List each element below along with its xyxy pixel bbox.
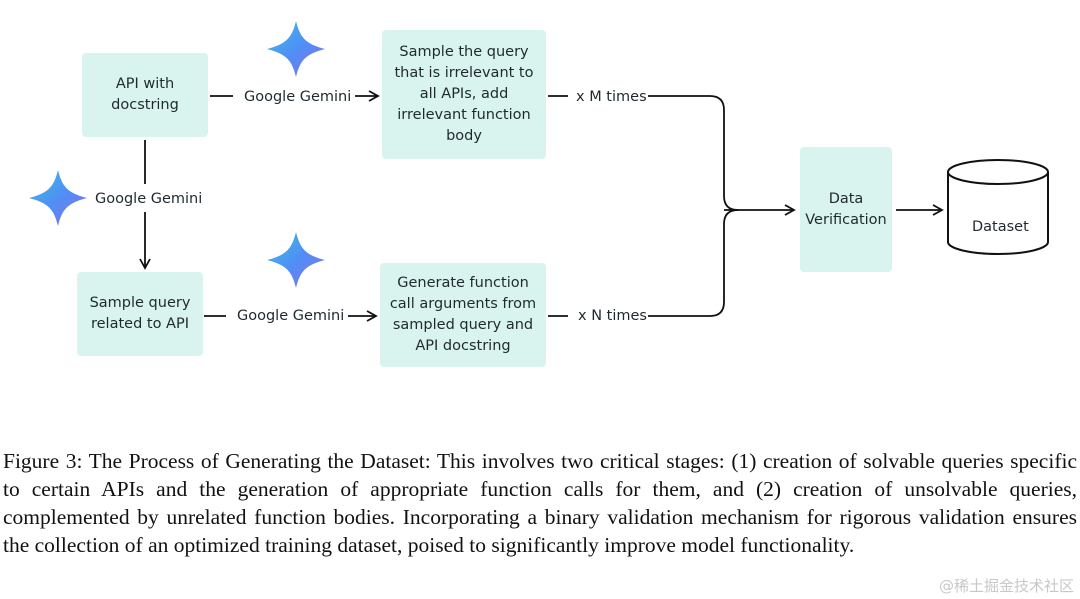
edge-label-n-times: x N times: [578, 307, 647, 325]
edge-m-times-to-merge: [648, 95, 739, 211]
generate-function-call-box: Generate function call arguments from sa…: [380, 263, 546, 367]
data-verification-box: Data Verification: [800, 147, 892, 272]
sample-related-query-box: Sample query related to API: [77, 272, 203, 356]
gemini-top-icon: [267, 21, 325, 77]
api-docstring-label: API with docstring: [111, 76, 179, 113]
edge-label-gemini-left: Google Gemini: [95, 190, 203, 208]
figure-caption: Figure 3: The Process of Generating the …: [3, 449, 1077, 557]
edge-label-gemini-bottom: Google Gemini: [237, 307, 345, 325]
sample-irrelevant-query-box: Sample the query that is irrelevant to a…: [382, 30, 546, 159]
diagram-connectors: [29, 21, 1049, 322]
edge-label-gemini-top: Google Gemini: [244, 88, 352, 106]
dataset-label: Dataset: [972, 219, 1029, 235]
sample-irrelevant-query-label: Sample the query that is irrelevant to a…: [394, 44, 534, 144]
gemini-bottom-icon: [267, 232, 325, 288]
edge-n-times-to-merge: [648, 209, 739, 317]
generate-function-call-label: Generate function call arguments from sa…: [389, 275, 537, 354]
edge-label-m-times: x M times: [576, 88, 647, 106]
watermark: @稀土掘金技术社区: [938, 575, 1074, 596]
gemini-left-icon: [29, 170, 87, 226]
data-verification-label: Data Verification: [805, 190, 887, 228]
api-docstring-box: API with docstring: [82, 53, 208, 137]
sample-related-query-label: Sample query related to API: [89, 295, 191, 332]
dataset-cylinder-icon: [947, 159, 1049, 255]
